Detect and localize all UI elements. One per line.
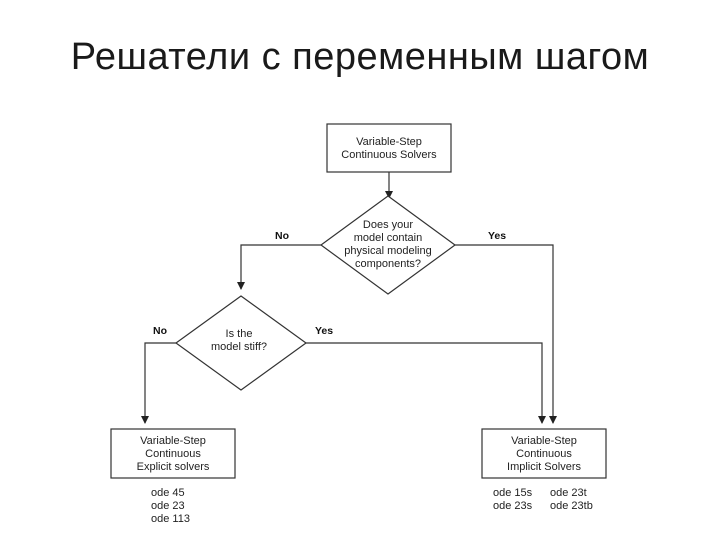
edge-decision2-no — [141, 342, 176, 424]
slide-title: Решатели с переменным шагом — [70, 36, 650, 78]
decision2-line-2: model stiff? — [211, 341, 267, 353]
edge-decision2-yes — [306, 342, 546, 424]
implicit-solver-item: ode 15s — [493, 487, 533, 499]
decision1-line-4: components? — [355, 258, 421, 270]
implicit-solver-item: ode 23s — [493, 500, 533, 512]
start-node-line-2: Continuous Solvers — [341, 149, 437, 161]
start-node: Variable-Step Continuous Solvers — [326, 123, 452, 173]
explicit-line-3: Explicit solvers — [137, 461, 210, 473]
label-d1-no: No — [275, 230, 289, 242]
explicit-solver-item: ode 23 — [151, 500, 185, 512]
implicit-solver-item: ode 23t — [550, 487, 587, 499]
explicit-solver-item: ode 113 — [151, 513, 190, 525]
decision-physical-modeling: Does your model contain physical modelin… — [319, 195, 457, 295]
connectors — [141, 172, 557, 424]
implicit-solvers-node: Variable-Step Continuous Implicit Solver… — [481, 428, 607, 479]
decision1-line-2: model contain — [354, 232, 423, 244]
implicit-line-3: Implicit Solvers — [507, 461, 581, 473]
decision1-line-3: physical modeling — [344, 245, 431, 257]
edge-decision1-yes — [455, 244, 557, 424]
implicit-solver-list-col2: ode 23t ode 23tb — [550, 487, 593, 512]
label-d2-no: No — [153, 325, 167, 337]
label-d1-yes: Yes — [488, 230, 506, 242]
decision1-line-1: Does your — [363, 219, 413, 231]
explicit-solver-list: ode 45 ode 23 ode 113 — [151, 487, 190, 525]
implicit-solver-list-col1: ode 15s ode 23s — [493, 487, 533, 512]
edge-decision1-no — [237, 244, 321, 290]
decision2-line-1: Is the — [226, 328, 253, 340]
implicit-line-2: Continuous — [516, 448, 572, 460]
implicit-line-1: Variable-Step — [511, 435, 577, 447]
explicit-solver-item: ode 45 — [151, 487, 185, 499]
label-d2-yes: Yes — [315, 325, 333, 337]
explicit-solvers-node: Variable-Step Continuous Explicit solver… — [110, 428, 236, 479]
explicit-line-1: Variable-Step — [140, 435, 206, 447]
implicit-solver-item: ode 23tb — [550, 500, 593, 512]
explicit-line-2: Continuous — [145, 448, 201, 460]
decision-stiff: Is the model stiff? — [174, 295, 308, 391]
start-node-line-1: Variable-Step — [356, 136, 422, 148]
